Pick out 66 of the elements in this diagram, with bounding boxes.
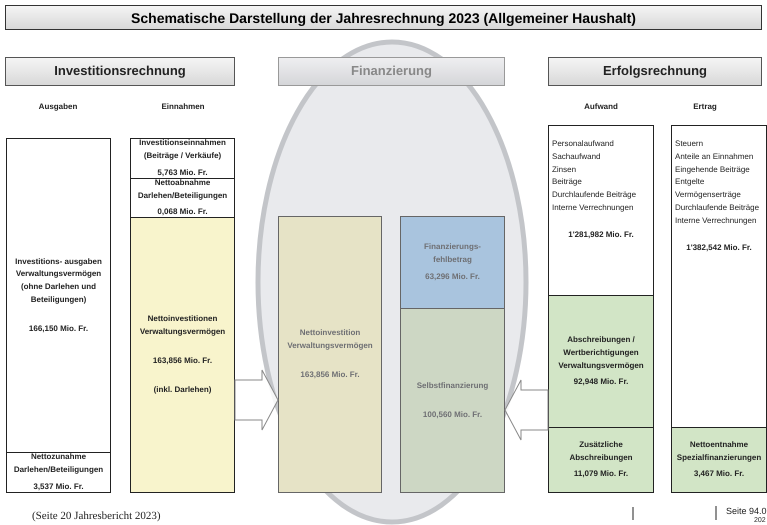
list-item: Entgelte — [675, 176, 704, 188]
column-heading: Einnahmen — [161, 102, 205, 111]
amount-text: 1'382,542 Mio. Fr. — [686, 242, 752, 254]
list-item: Personalaufwand — [552, 138, 614, 150]
page-number: Seite 94.0 — [726, 506, 767, 516]
account-box — [6, 138, 111, 453]
list-item: Anteile an Einnahmen — [675, 150, 754, 163]
list-item: Sachaufwand — [552, 150, 600, 163]
account-box — [548, 427, 654, 493]
column-heading: Ertrag — [693, 102, 717, 111]
page-reference: (Seite 20 Jahresbericht 2023) — [32, 510, 161, 522]
box-text: Zusätzliche Abschreibungen — [568, 438, 634, 464]
section-header — [548, 57, 762, 86]
account-box — [400, 216, 505, 309]
amount-text: 163,856 Mio. Fr. — [300, 368, 360, 381]
header-text: Erfolgsrechnung — [602, 62, 707, 80]
account-box — [671, 427, 767, 493]
amount-text: 1'281,982 Mio. Fr. — [568, 228, 634, 241]
list-item: Interne Verrechnungen — [552, 202, 634, 214]
account-box — [671, 125, 767, 428]
box-text: Investitions- ausgaben Verwaltungsvermögen (ohne Darlehen und Beteiligungen) — [14, 256, 103, 306]
account-box — [278, 216, 382, 493]
box-text: Nettoinvestition Verwaltungsvermögen — [286, 327, 374, 352]
amount-text: 3,537 Mio. Fr. — [33, 480, 84, 493]
list-item: Vermögenserträge — [675, 189, 741, 202]
column-heading: Aufwand — [584, 102, 618, 111]
account-box — [400, 308, 505, 493]
box-text: Investitionseinnahmen (Beiträge / Verkäufe) — [138, 137, 227, 162]
amount-text: 92,948 Mio. Fr. — [574, 376, 628, 388]
header-text: Finanzierung — [351, 62, 432, 80]
box-text: Selbstfinanzierung — [416, 380, 488, 392]
amount-text: (inkl. Darlehen) — [154, 384, 212, 396]
title: Schematische Darstellung der Jahresrechnung 2023 (Allgemeiner Haushalt) — [5, 5, 762, 30]
section-header — [5, 57, 235, 86]
box-text: Nettozunahme Darlehen/Beteiligungen — [12, 451, 104, 476]
box-text: 163,856 Mio. Fr. — [152, 355, 212, 367]
amount-text: 11,079 Mio. Fr. — [574, 468, 628, 480]
account-box — [130, 138, 235, 179]
list-item: Eingehende Beiträge — [675, 164, 750, 176]
header-text: Investitionsrechnung — [54, 62, 186, 80]
list-item: Beiträge — [552, 176, 582, 188]
column-heading: Ausgaben — [38, 102, 78, 111]
box-text: Nettoabnahme Darlehen/Beteiligungen — [136, 176, 228, 202]
amount-text: 5,763 Mio. Fr. — [157, 166, 208, 179]
block-arrow — [504, 380, 548, 440]
account-box — [548, 295, 654, 428]
amount-text: 166,150 Mio. Fr. — [28, 322, 88, 335]
list-item: Durchlaufende Beiträge — [675, 202, 760, 214]
box-text: Nettoinvestitionen Verwaltungsvermögen — [138, 313, 226, 338]
box-text: Finanzierungs- fehlbetrag — [423, 241, 482, 266]
amount-text: 63,296 Mio. Fr. — [425, 270, 480, 283]
list-item: Durchlaufende Beiträge — [552, 189, 636, 202]
amount-text: 3,467 Mio. Fr. — [694, 468, 744, 480]
account-box — [6, 452, 111, 493]
amount-text: 0,068 Mio. Fr. — [157, 206, 208, 218]
account-box — [130, 178, 235, 218]
list-item: Interne Verrechnungen — [675, 214, 756, 227]
box-text: Nettoentnahme Spezialfinanzierungen — [676, 438, 762, 464]
section-header — [278, 57, 505, 86]
account-box — [548, 125, 654, 296]
list-item: Steuern — [675, 138, 704, 150]
box-text: Abschreibungen / Wertberichtigungen Verwaltungsvermögen — [557, 334, 645, 372]
account-box — [130, 217, 235, 493]
list-item: Zinsen — [552, 164, 576, 176]
amount-text: 100,560 Mio. Fr. — [422, 408, 482, 420]
block-arrow — [234, 370, 279, 430]
